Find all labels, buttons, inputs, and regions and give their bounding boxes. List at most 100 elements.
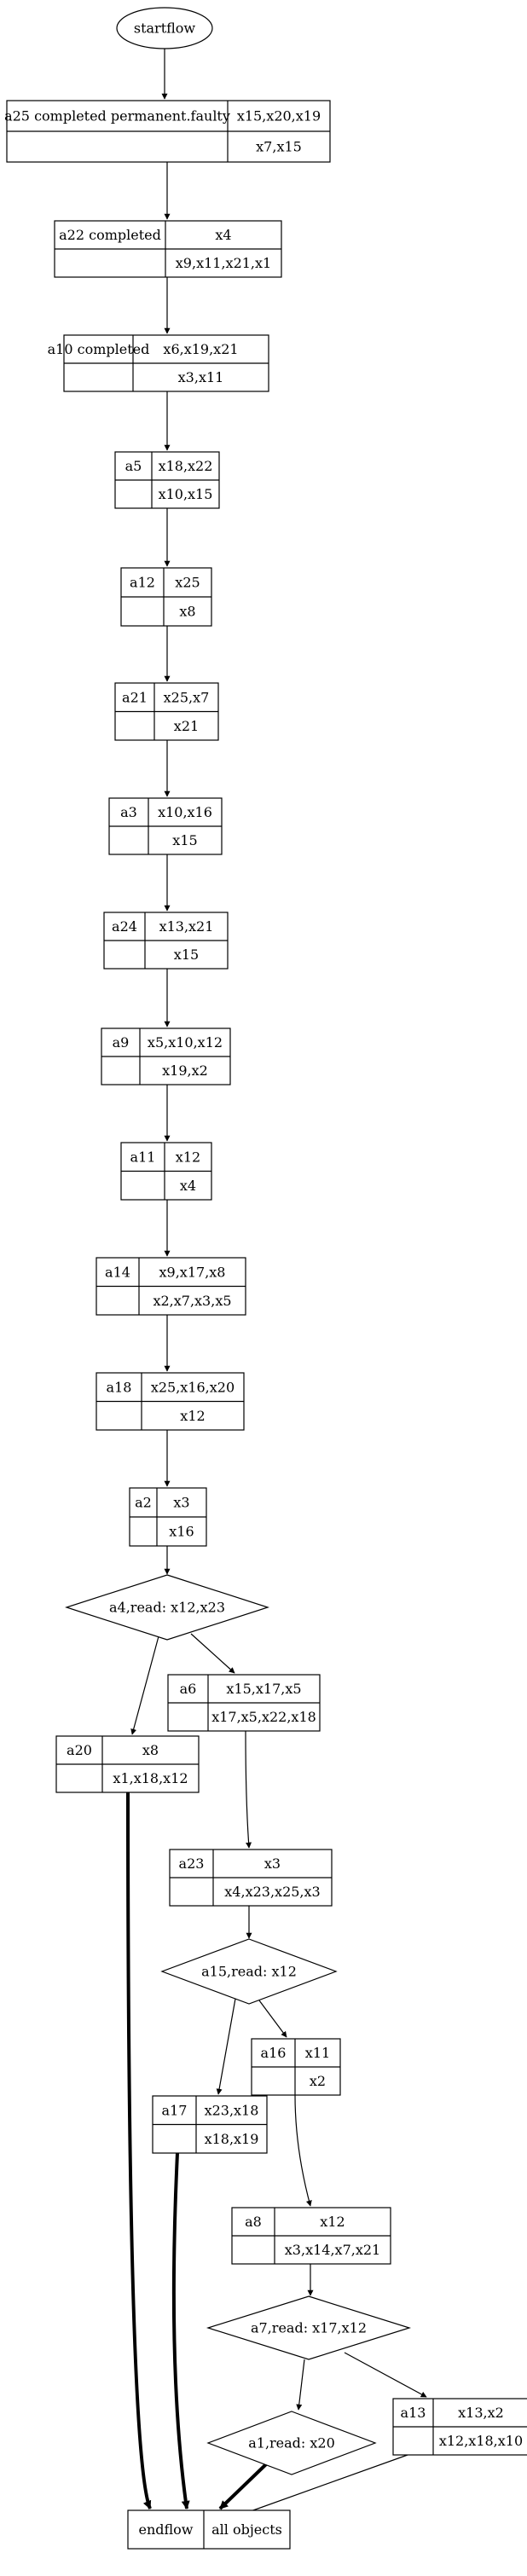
node-a3: a3 x10,x16 x15 xyxy=(108,797,223,855)
node-outputs-label: x3,x14,x7,x21 xyxy=(285,2242,380,2258)
node-a25: a25 completed permanent.faulty x15,x20,x1… xyxy=(4,100,331,163)
node-inputs-label: x12 xyxy=(320,2214,345,2230)
node-name-label: a25 completed permanent.faulty xyxy=(4,108,230,124)
node-name-label: a20 xyxy=(67,1742,92,1758)
edge-a4-to-a20 xyxy=(130,1635,159,1735)
node-inputs-label: x8 xyxy=(142,1742,159,1758)
node-inputs-label: x9,x17,x8 xyxy=(159,1264,226,1280)
node-name-label: a10 completed xyxy=(48,341,150,357)
node-inputs-label: x4 xyxy=(215,227,231,243)
node-a14: a14 x9,x17,x8 x2,x7,x3,x5 xyxy=(96,1257,246,1316)
node-inputs-label: x3 xyxy=(173,1495,189,1511)
node-outputs-label: x9,x11,x21,x1 xyxy=(176,255,271,271)
edge-a7-to-a1 xyxy=(296,2359,305,2411)
edge-a7-to-a13 xyxy=(344,2352,427,2398)
node-outputs-label: x10,x15 xyxy=(159,486,213,502)
edge-a13-to-end xyxy=(238,2454,408,2517)
node-outputs-label: x12,x18,x10 xyxy=(439,2433,523,2449)
node-name-label: a18 xyxy=(107,1379,132,1395)
node-a7: a7,read: x17,x12 xyxy=(206,2295,412,2360)
edge-a6-to-a23 xyxy=(245,1730,252,1849)
node-inputs-label: x15,x17,x5 xyxy=(226,1681,301,1697)
node-inputs-label: x3 xyxy=(264,1855,281,1872)
node-inputs-label: x11 xyxy=(305,2045,330,2061)
node-name-label: a8 xyxy=(245,2214,262,2230)
node-box xyxy=(127,2509,291,2550)
node-name-label: a5 xyxy=(125,458,142,474)
node-outputs-label: x8 xyxy=(179,604,195,620)
node-outputs-label: x3,x11 xyxy=(178,369,224,385)
edges-layer xyxy=(126,49,427,2517)
node-name-label: a11 xyxy=(130,1149,156,1165)
node-outputs-label: x7,x15 xyxy=(256,139,302,155)
node-a11: a11 x12 x4 xyxy=(120,1142,212,1201)
decision-diamond xyxy=(206,2295,412,2360)
node-outputs-label: x16 xyxy=(169,1524,194,1540)
edge-a4-to-a6 xyxy=(190,1633,235,1674)
edge-a15-to-a16 xyxy=(258,2000,287,2038)
node-a15: a15,read: x12 xyxy=(160,1938,338,2005)
node-inputs-label: x10,x16 xyxy=(158,804,212,820)
node-outputs-label: x17,x5,x22,x18 xyxy=(211,1709,316,1725)
node-inputs-label: x13,x2 xyxy=(458,2405,504,2421)
node-a23: a23 x3 x4,x23,x25,x3 xyxy=(169,1849,333,1907)
nodes-layer: startflow a25 completed permanent.faulty x… xyxy=(4,7,527,2550)
node-outputs-label: x18,x19 xyxy=(205,2131,259,2147)
decision-label: a1,read: x20 xyxy=(248,2435,335,2452)
node-inputs-label: x15,x20,x19 xyxy=(237,108,321,124)
edge-a1-to-end xyxy=(218,2463,268,2510)
node-name-label: a16 xyxy=(261,2045,287,2061)
node-startflow: startflow xyxy=(116,7,213,49)
node-name-label: a24 xyxy=(112,918,137,935)
node-inputs-label: x25,x16,x20 xyxy=(151,1379,235,1395)
node-inputs-label: x12 xyxy=(176,1149,200,1165)
node-inputs-label: x6,x19,x21 xyxy=(163,341,238,357)
node-inputs-label: x23,x18 xyxy=(205,2102,259,2118)
node-a22: a22 completed x4 x9,x11,x21,x1 xyxy=(54,220,282,278)
node-a13: a13 x13,x2 x12,x18,x10 xyxy=(392,2398,527,2456)
node-a8: a8 x12 x3,x14,x7,x21 xyxy=(231,2207,391,2265)
decision-label: a15,read: x12 xyxy=(201,1964,297,1980)
node-name-label: a12 xyxy=(130,575,155,591)
node-outputs-label: x19,x2 xyxy=(162,1062,208,1079)
node-outputs-label: x4,x23,x25,x3 xyxy=(224,1884,320,1900)
node-a1: a1,read: x20 xyxy=(206,2411,377,2475)
decision-diamond xyxy=(65,1574,269,1641)
node-name-label: a21 xyxy=(122,689,148,705)
node-outputs-label: x12 xyxy=(180,1408,205,1424)
node-a6: a6 x15,x17,x5 x17,x5,x22,x18 xyxy=(167,1674,321,1732)
edge-a20-to-end xyxy=(126,1792,152,2509)
node-a24: a24 x13,x21 x15 xyxy=(103,912,229,970)
decision-diamond xyxy=(206,2411,377,2475)
end-objects-label: all objects xyxy=(211,2521,282,2538)
node-inputs-label: x13,x21 xyxy=(159,918,214,935)
node-name-label: a14 xyxy=(105,1264,130,1280)
node-name-label: a22 completed xyxy=(59,227,161,243)
node-a10: a10 completed x6,x19,x21 x3,x11 xyxy=(48,334,269,392)
node-outputs-label: x4 xyxy=(180,1178,196,1194)
node-outputs-label: x2,x7,x3,x5 xyxy=(153,1293,231,1309)
edge-a15-to-a17 xyxy=(216,1998,236,2095)
node-a4: a4,read: x12,x23 xyxy=(65,1574,269,1641)
node-outputs-label: x15 xyxy=(172,832,197,848)
decision-diamond xyxy=(160,1938,338,2005)
node-name-label: a13 xyxy=(401,2405,426,2421)
node-end: endflow all objects xyxy=(127,2509,291,2550)
node-name-label: a6 xyxy=(180,1681,197,1697)
end-name-label: endflow xyxy=(138,2521,193,2538)
node-name-label: a23 xyxy=(179,1855,205,1872)
node-inputs-label: x5,x10,x12 xyxy=(148,1034,223,1051)
start-ellipse xyxy=(116,7,213,49)
start-label: startflow xyxy=(134,20,196,37)
node-name-label: a3 xyxy=(120,804,137,820)
node-outputs-label: x15 xyxy=(174,946,199,963)
node-outputs-label: x21 xyxy=(174,718,199,734)
